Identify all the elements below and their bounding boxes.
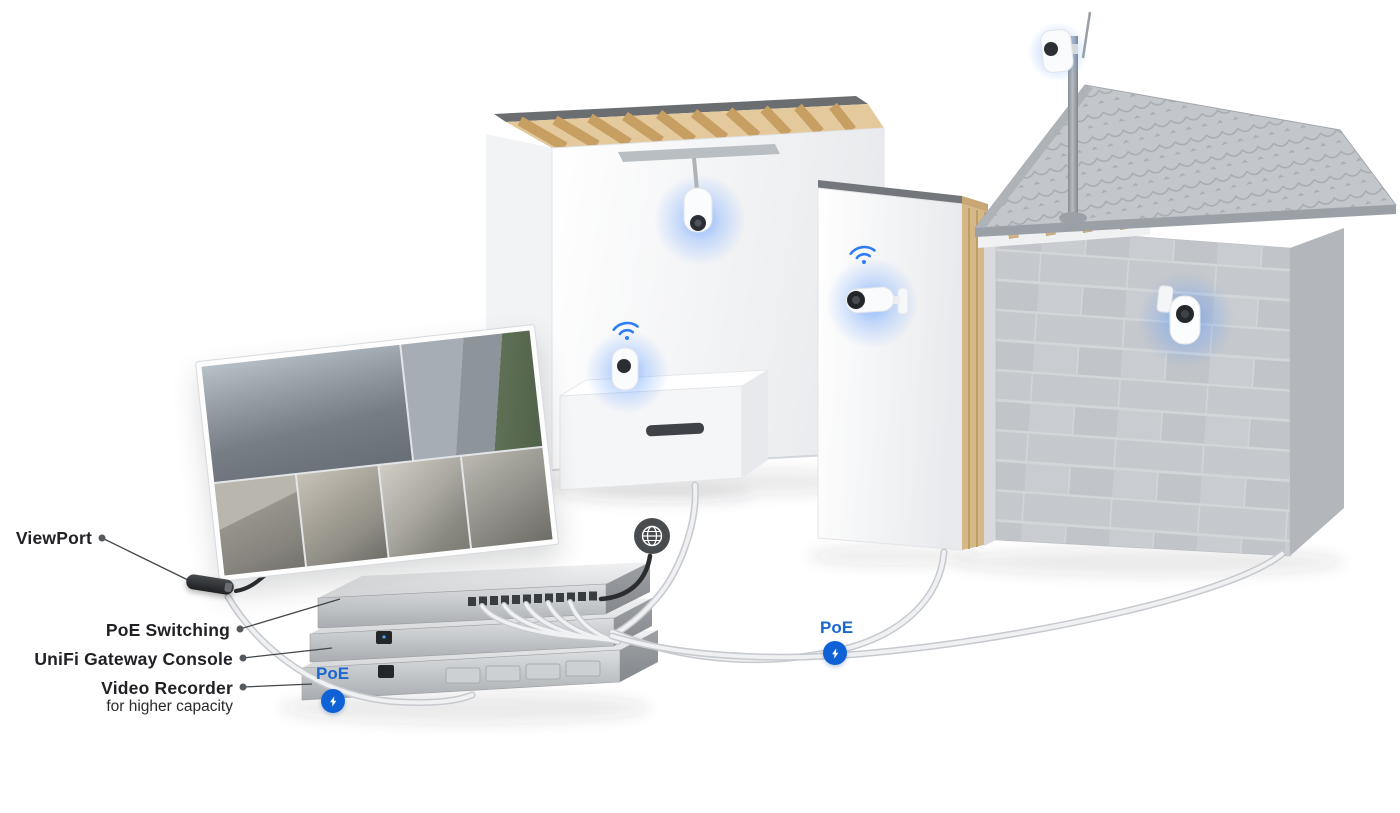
leader-poe-switching (239, 598, 341, 630)
switch-ports (468, 591, 597, 606)
ceiling-joist-strip (506, 104, 884, 148)
lightning-bolt-icon (831, 647, 838, 659)
house-brick-left-face (984, 226, 996, 546)
roof-eave-edge (975, 205, 1396, 237)
floor-shadow (565, 485, 755, 503)
wan-cable (598, 553, 653, 602)
cable-bundle-strands (479, 599, 621, 645)
drive-bays (445, 660, 601, 684)
wall-stud-panel (817, 180, 988, 551)
pole-base (1059, 212, 1087, 224)
house-brick-front (995, 225, 1291, 557)
label-video-recorder-subtitle: for higher capacity (106, 698, 233, 715)
camera-feed-highway (201, 344, 413, 482)
cable-to-stud-wall (608, 548, 948, 664)
sw-top (318, 562, 650, 598)
gw-display-pixel (382, 635, 386, 639)
wall-front-face (817, 187, 963, 551)
camera-feed-street (401, 330, 543, 460)
house-side-face (1290, 228, 1344, 556)
lightning-bolt-icon (329, 695, 336, 707)
nvr-display (378, 665, 394, 678)
sw-side (606, 562, 650, 614)
wall-wood-top (962, 196, 988, 212)
camera-lens (617, 359, 631, 373)
ceiling-rail (618, 144, 780, 162)
camera-feed-office-4 (461, 447, 553, 549)
device-stack (301, 562, 658, 701)
wall-top-cap (818, 180, 962, 204)
camera-lens-inner (1181, 310, 1189, 318)
camera-pole (1068, 36, 1078, 220)
camera-feed-office-1 (214, 474, 306, 576)
globe-icon (634, 518, 670, 554)
label-poe-switching: PoE Switching (105, 620, 230, 640)
leader-viewport (101, 537, 191, 582)
ceiling-camera (654, 157, 746, 266)
camera-lens-inner (852, 296, 860, 304)
poe-label-right: PoE (820, 618, 854, 637)
leader-lines (101, 537, 341, 688)
viewport-display (194, 323, 560, 583)
floor-shadow (807, 547, 977, 565)
camera-mount-stem (692, 157, 699, 191)
leader-video-recorder (242, 683, 313, 688)
cabinet-side (742, 370, 768, 478)
wifi-icon (849, 245, 876, 264)
camera-feed-office-2 (296, 465, 388, 567)
camera-feed-office-3 (379, 456, 471, 558)
label-unifi-gateway-console: UniFi Gateway Console (34, 649, 233, 669)
cabinet-camera (585, 321, 669, 414)
poe-badge-right (823, 641, 847, 665)
house-camera (1138, 272, 1234, 368)
floor-shadow (955, 548, 1345, 576)
pole-camera-lens (1044, 42, 1058, 56)
leader-gateway (242, 647, 333, 659)
camera-lens-inner (694, 219, 702, 227)
poe-label-left: PoE (316, 664, 350, 683)
pole-camera-mount (1068, 44, 1078, 54)
camera-mount (1156, 285, 1174, 313)
wall-top-cap (494, 96, 868, 122)
wall-mounted-camera (826, 245, 918, 349)
label-video-recorder: Video Recorder (101, 678, 233, 698)
leader-dots (98, 534, 247, 691)
label-viewport: ViewPort (15, 528, 92, 548)
poe-badge-left (321, 689, 345, 713)
cabinet-slot (646, 422, 705, 437)
protect-live-view-screen (201, 330, 553, 576)
viewport-hdmi-cable (234, 574, 266, 593)
ceiling-joists (517, 102, 856, 152)
wifi-icon (612, 321, 639, 340)
roof-rake-edge (975, 85, 1093, 231)
